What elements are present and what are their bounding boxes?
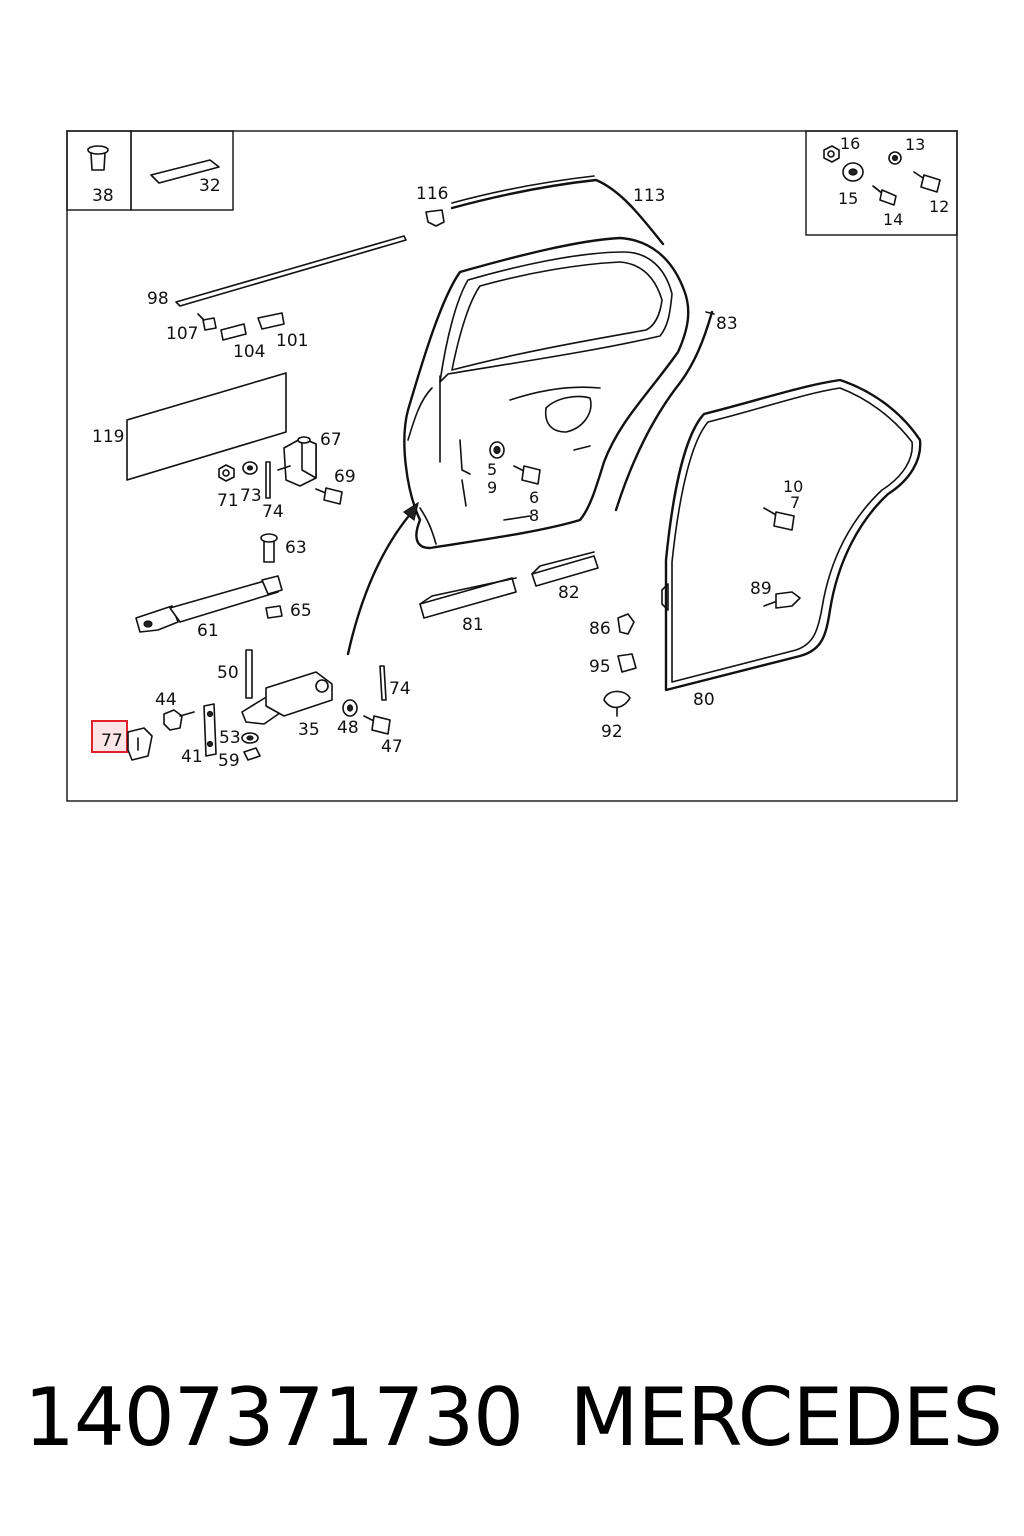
label-41: 41 [181,747,203,767]
highlight-box-77 [91,720,128,753]
label-65: 65 [290,601,312,621]
label-13: 13 [905,135,925,154]
label-71: 71 [217,491,239,511]
label-80: 80 [693,690,715,710]
label-47: 47 [381,737,403,757]
label-48: 48 [337,718,359,738]
parts-hinge-group: 67 69 71 73 74 [217,430,356,522]
rear-door [403,236,690,550]
label-74a: 74 [262,502,284,522]
label-101: 101 [276,331,308,351]
label-10: 10 [783,477,803,496]
label-107: 107 [166,324,198,344]
label-35: 35 [298,720,320,740]
part-119: 119 [92,372,287,481]
label-67: 67 [320,430,342,450]
label-92: 92 [601,722,623,742]
part-10-7: 10 7 [763,477,803,531]
part-98: 98 [147,235,407,309]
label-119: 119 [92,427,124,447]
label-12: 12 [929,197,949,216]
part-77-highlighted[interactable]: 77 [91,720,153,761]
label-69: 69 [334,467,356,487]
diagram-frame [66,130,958,802]
label-74b: 74 [389,679,411,699]
label-14: 14 [883,210,903,229]
part-80-door-seal: 80 [661,378,922,710]
parts-5-9-6-8: 5 9 6 8 [487,441,541,525]
part-89: 89 [750,579,801,609]
label-89: 89 [750,579,772,599]
direction-arrow [346,501,419,656]
parts-strut-group: 63 61 65 [135,533,312,641]
part-116-113: 116 113 [416,175,665,246]
label-9: 9 [487,478,497,497]
label-38: 38 [92,186,114,206]
parts-diagram: 38 32 16 15 13 14 12 116 113 [66,130,958,802]
label-63: 63 [285,538,307,558]
label-95: 95 [589,657,611,677]
label-86: 86 [589,619,611,639]
label-59: 59 [218,751,240,771]
label-32: 32 [199,176,221,196]
label-7: 7 [790,493,800,512]
label-61: 61 [197,621,219,641]
label-81: 81 [462,615,484,635]
label-82: 82 [558,583,580,603]
label-53: 53 [219,728,241,748]
parts-86-95-92: 86 95 92 [589,613,637,742]
parts-lock-group: 50 35 74 44 41 53 59 48 47 [155,649,411,771]
label-16: 16 [840,134,860,153]
inset-box-right: 16 15 13 14 12 [805,130,958,236]
label-15: 15 [838,189,858,208]
label-83: 83 [716,314,738,334]
label-73: 73 [240,486,262,506]
inset-box-left: 38 32 [66,130,234,211]
label-104: 104 [233,342,265,362]
part-83: 83 [614,310,738,512]
label-44: 44 [155,690,177,710]
parts-81-82: 81 82 [419,551,599,635]
footer: 1407371730 MERCEDES [0,1368,1024,1468]
label-98: 98 [147,289,169,309]
parts-107-104-101: 107 104 101 [166,312,308,362]
label-50: 50 [217,663,239,683]
label-5: 5 [487,460,497,479]
label-116: 116 [416,184,448,204]
label-8: 8 [529,506,539,525]
label-113: 113 [633,186,665,206]
label-6: 6 [529,488,539,507]
label-77: 77 [101,731,123,751]
part-number: 1407371730 [24,1371,524,1464]
brand-name: MERCEDES [569,1371,1003,1464]
